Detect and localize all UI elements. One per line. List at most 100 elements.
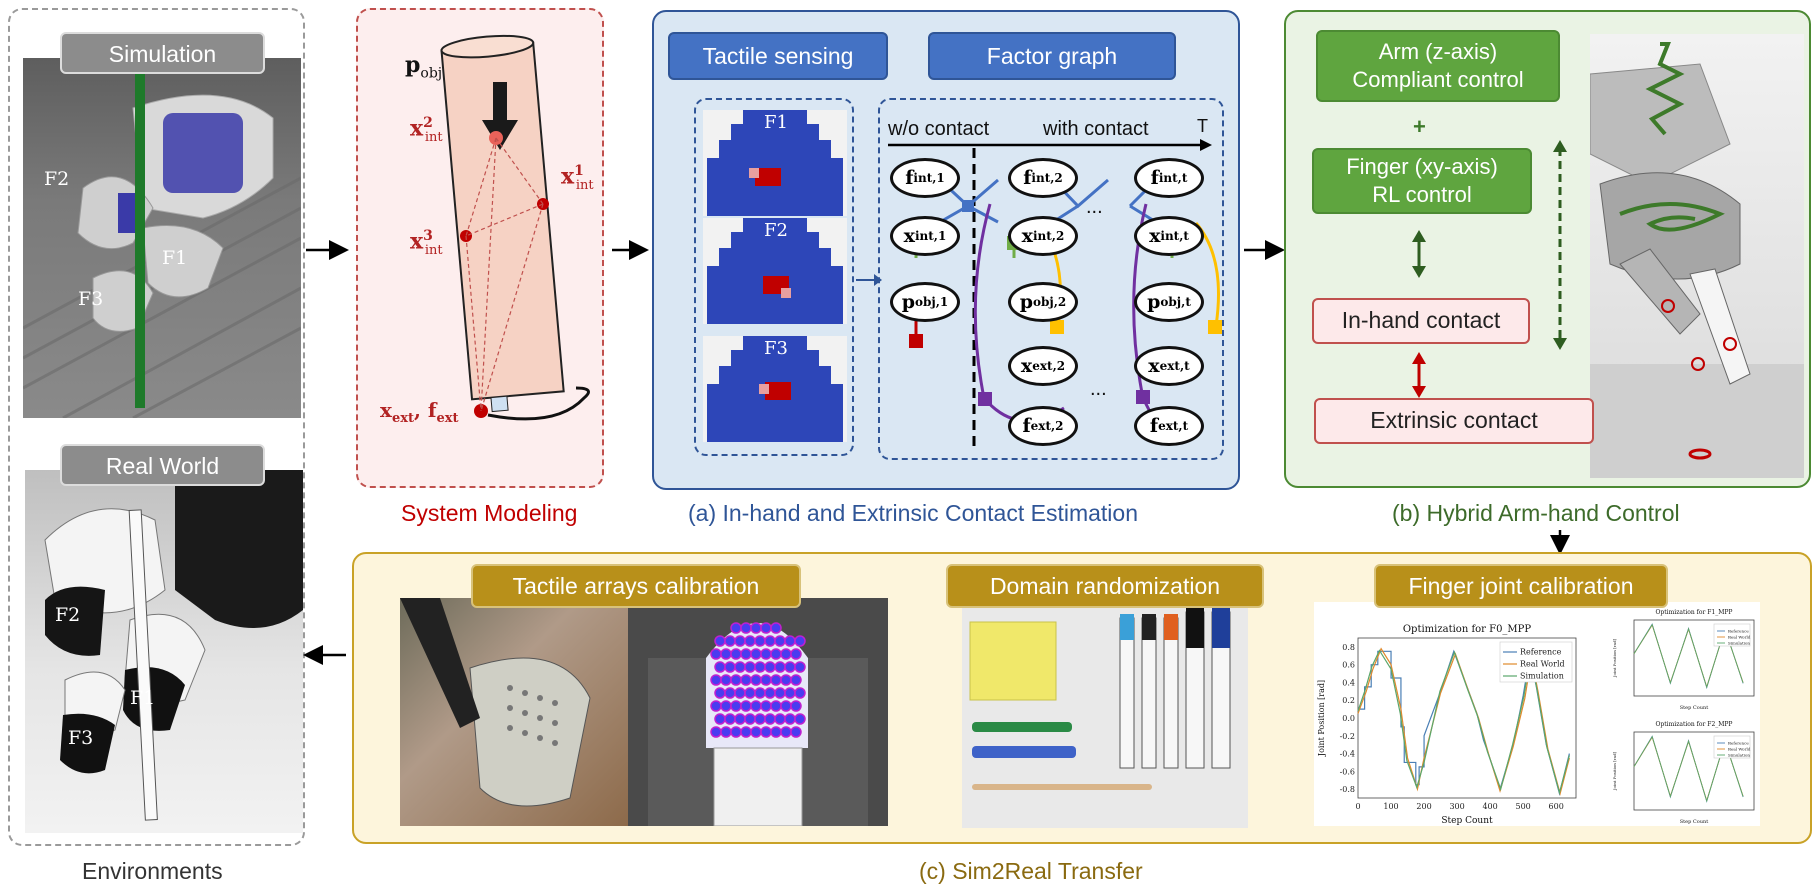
y-tick-label: 0.6 — [1342, 661, 1355, 670]
legend-entry: Simulation — [1520, 672, 1564, 681]
tactile-sim-dot — [784, 687, 796, 699]
y-tick-label: -0.8 — [1340, 785, 1355, 794]
tactile-sim-dot — [774, 687, 786, 699]
x-ext-symbol: x — [380, 398, 392, 422]
x-int-3-sub: int — [424, 242, 443, 258]
node-subscript: obj,2 — [1033, 295, 1067, 309]
y-tick-label: 0.8 — [1342, 643, 1355, 652]
node-subscript: int,t — [1158, 171, 1188, 185]
x-int-2-label: x2int — [410, 115, 443, 145]
tactile-sim-dot — [790, 648, 802, 660]
tactile-sim-dot — [740, 700, 752, 712]
tactile-sim-dot — [734, 687, 746, 699]
contact-estimation-caption: (a) In-hand and Extrinsic Contact Estima… — [688, 500, 1138, 526]
tactile-sim-dot — [790, 700, 802, 712]
tactile-sim-dot — [770, 648, 782, 660]
node-subscript: ext,t — [1159, 359, 1190, 373]
tactile-sim-dot — [740, 648, 752, 660]
wo-contact-label: w/o contact — [888, 118, 990, 140]
chart-title: Optimization for F1_MPP — [1656, 609, 1733, 616]
node-subscript: obj,t — [1160, 295, 1191, 309]
tactile-sim-dot — [750, 700, 762, 712]
tactile-sim-dot — [720, 700, 732, 712]
x-tick-label: 600 — [1549, 802, 1564, 811]
tactile-sim-dot — [734, 635, 746, 647]
extrinsic-contact-label: Extrinsic contact — [1314, 398, 1594, 444]
tactile-sim-dot — [780, 726, 792, 738]
node-symbol: x — [1021, 225, 1033, 247]
legend-entry: Simulation — [1728, 640, 1750, 645]
robot-arm-render — [1590, 34, 1804, 478]
x-tick-label: 100 — [1383, 802, 1398, 811]
node-subscript: int,1 — [914, 229, 947, 243]
domain-randomization-label: Domain randomization — [946, 564, 1264, 608]
tactile-sim-dot — [770, 726, 782, 738]
y-tick-label: -0.2 — [1340, 732, 1355, 741]
legend-entry: Reference — [1520, 648, 1562, 657]
plot-area — [1633, 619, 1755, 697]
node-subscript: obj,1 — [915, 295, 949, 309]
tactile-sim-dot — [784, 635, 796, 647]
x-tick-label: 0 — [1355, 802, 1360, 811]
node-symbol: x — [1148, 355, 1160, 377]
y-tick-label: -0.4 — [1340, 750, 1355, 759]
x-axis-label: Step Count — [1680, 705, 1708, 711]
x-tick-label: 200 — [1416, 802, 1431, 811]
environments-caption: Environments — [82, 858, 223, 884]
tactile-sim-dot — [744, 635, 756, 647]
tactile-sim-dot — [790, 674, 802, 686]
real-finger-f3: F3 — [68, 727, 94, 749]
environments-panel — [8, 8, 305, 846]
tactile-pad-f3 — [703, 336, 847, 442]
tactile-sim-dot — [780, 674, 792, 686]
tactile-sim-dot — [720, 674, 732, 686]
tactile-sim-drawing — [648, 622, 868, 826]
tactile-sim-dot — [740, 726, 752, 738]
x-int-1-label: x1int — [561, 163, 594, 193]
x-tick-label: 500 — [1516, 802, 1531, 811]
finger-control-label: Finger (xy-axis) RL control — [1312, 148, 1532, 214]
tactile-sim-dot — [770, 622, 782, 634]
plot-area — [1357, 637, 1577, 799]
tactile-sim-dot — [780, 648, 792, 660]
y-tick-label: 0.4 — [1342, 678, 1355, 687]
tactile-sim-dot — [744, 687, 756, 699]
x-int-2-sup: 2 — [423, 115, 433, 131]
tactile-sim-dot — [714, 687, 726, 699]
tactile-sensing-label: Tactile sensing — [668, 32, 888, 80]
tactile-sim-dot — [710, 648, 722, 660]
tactile-sim-dot — [790, 726, 802, 738]
system-modeling-caption: System Modeling — [401, 500, 578, 526]
finger-joint-label: Finger joint calibration — [1374, 564, 1668, 608]
node-symbol: x — [903, 225, 915, 247]
tactile-sim-dot — [774, 713, 786, 725]
x-ext-f-ext-label: xext, fext — [380, 398, 459, 426]
tactile-sim-dot — [710, 726, 722, 738]
tactile-pad-label-f2: F2 — [764, 220, 788, 241]
tactile-calibration-label: Tactile arrays calibration — [471, 564, 801, 608]
y-tick-label: 0.0 — [1342, 714, 1355, 723]
tactile-pad-label-f1: F1 — [764, 112, 788, 133]
x-tick-label: 300 — [1449, 802, 1464, 811]
factor-graph-group — [878, 98, 1224, 460]
p-obj-label: pobj — [405, 52, 442, 81]
x-int-3-symbol: x — [410, 228, 424, 255]
legend-entry: Reference — [1728, 740, 1749, 745]
with-contact-label: with contact — [1043, 118, 1149, 140]
tactile-sim-dot — [770, 700, 782, 712]
node-symbol: x — [1149, 225, 1161, 247]
tactile-sim-dot — [784, 713, 796, 725]
tactile-sim-dot — [734, 713, 746, 725]
tactile-sim-dot — [724, 661, 736, 673]
node-symbol: f — [1149, 415, 1159, 437]
tactile-sim-dot — [750, 622, 762, 634]
